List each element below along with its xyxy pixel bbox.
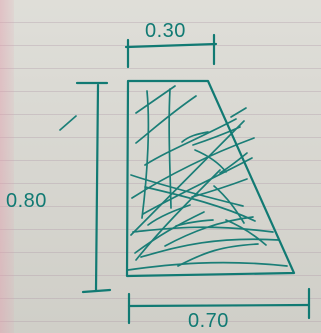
top-dimension-label: 0.30: [145, 20, 186, 42]
top-dimension-line: [124, 42, 218, 49]
hatch-scribbles: [59, 85, 288, 271]
bottom-dimension-line: [127, 303, 311, 308]
paper-margin-tint: [0, 0, 14, 333]
left-dimension-line: [94, 83, 100, 292]
trapezoid-outline: [125, 79, 296, 278]
left-dimension-label: 0.80: [6, 190, 47, 212]
bottom-dimension-label: 0.70: [188, 310, 229, 332]
left-bottom-tick: [81, 288, 112, 294]
